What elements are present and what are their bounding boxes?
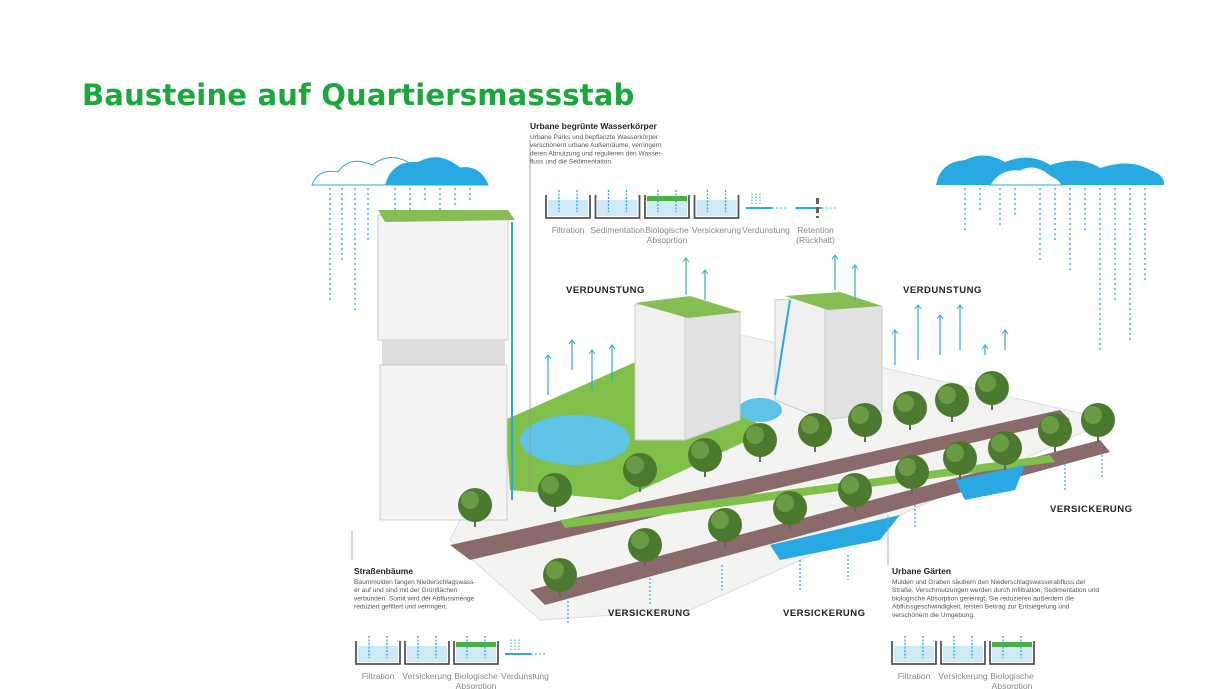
label-verdunstung-right: VERDUNSTUNG	[903, 285, 982, 296]
callout-text-line: verschönern urbane Außenräume, verringer…	[530, 142, 662, 149]
building-middle	[634, 296, 742, 441]
tree-icon	[773, 491, 807, 530]
tree-icon	[798, 413, 832, 452]
callout-text-line: verbunden. Somit wird der Abflussmenge	[354, 595, 475, 602]
icon-label: Versickerung	[938, 671, 987, 681]
icon-label: Biologische	[990, 671, 1034, 681]
callout-text-line: Straße. Verschmutzungen werden durch Inf…	[892, 587, 1099, 594]
tower-building	[377, 210, 515, 521]
tree-icon	[895, 455, 929, 494]
tree-icon	[543, 558, 577, 597]
cloud-left	[311, 157, 489, 186]
icon-label: Sedimentation	[590, 225, 645, 235]
tree-icon	[988, 431, 1022, 470]
tree-icon	[848, 403, 882, 442]
filtration-icon	[545, 190, 591, 219]
icon-label: Absorption	[992, 681, 1033, 689]
tree-icon	[628, 528, 662, 567]
icon-label: Filtration	[898, 671, 931, 681]
icon-label: Absorption	[456, 681, 497, 689]
callout-text-line: Abflussgeschwindigkeit, leisten Beitrag …	[892, 604, 1070, 611]
tree-icon	[743, 423, 777, 462]
icon-label: Biologische	[454, 671, 498, 681]
pond	[520, 415, 630, 465]
tree-icon	[935, 383, 969, 422]
callout-text-line: fluss und die Sedimentation.	[530, 159, 613, 166]
sedimentation-icon	[594, 190, 641, 219]
filtration-icon	[891, 636, 937, 665]
icon-label: Verdunstung	[501, 671, 549, 681]
icon-label: Filtration	[552, 225, 585, 235]
icon-label: Filtration	[362, 671, 395, 681]
rain	[329, 188, 1146, 350]
label-versickerung-bottom-mid: VERSICKERUNG	[783, 608, 866, 619]
building-right	[774, 292, 883, 421]
versickerung-icon	[404, 636, 450, 665]
tree-icon	[943, 441, 977, 480]
tree-icon	[975, 371, 1009, 410]
callout-heading: Urbane begrünte Wasserkörper	[530, 121, 657, 131]
icon-label: Verdunstung	[742, 225, 790, 235]
callout-text-line: deren Abnutzung und regulieren den Wasse…	[530, 150, 663, 157]
evaporation-arrows	[544, 254, 1103, 625]
callout-heading: Straßenbäume	[354, 566, 413, 576]
tree-icon	[708, 508, 742, 547]
biologische-absorption-icon	[644, 190, 690, 219]
tree-icon	[538, 473, 572, 512]
tree-icon	[1038, 413, 1072, 452]
label-verdunstung-left: VERDUNSTUNG	[566, 285, 645, 296]
callout-text-line: Urbane Parks und bepflanzte Wasserkörper	[530, 134, 659, 141]
tree-icon	[893, 391, 927, 430]
label-versickerung-right: VERSICKERUNG	[1050, 504, 1133, 515]
callout-text-line: biologische Absorption gereinigt. Sie re…	[892, 595, 1074, 602]
icon-label: (Rückhalt)	[796, 235, 835, 245]
icon-label: Versickerung	[692, 225, 741, 235]
callout-text-line: verschönern die Umgebung.	[892, 612, 975, 619]
biologische-absorption-icon	[453, 636, 499, 665]
cloud-right	[936, 155, 1165, 186]
tree-icon	[1081, 403, 1115, 442]
street-trees	[458, 371, 1115, 597]
versickerung-icon	[693, 190, 740, 219]
callout-text-line: Mulden und Graben säubern den Niederschl…	[892, 579, 1086, 586]
tree-icon	[838, 473, 872, 512]
callout-text-line: er auf und sind mit der Grünflächen	[354, 587, 458, 594]
tree-icon	[688, 438, 722, 477]
icon-label: Versickerung	[402, 671, 451, 681]
retention-icon	[795, 198, 836, 218]
icon-label: Biologische	[645, 225, 689, 235]
label-versickerung-bottom-left: VERSICKERUNG	[608, 608, 691, 619]
callout-text-line: reduziert gefiltert und verringert.	[354, 604, 448, 611]
verdunstung-icon	[746, 193, 786, 209]
biologische-absorption-icon	[989, 636, 1035, 665]
versickerung-icon	[940, 636, 986, 665]
page-title: Bausteine auf Quartiersmassstab	[82, 78, 635, 112]
tree-icon	[623, 453, 657, 492]
filtration-icon	[355, 636, 401, 665]
callout-heading: Urbane Gärten	[892, 566, 951, 576]
icon-label: Retention	[797, 225, 834, 235]
verdunstung-icon	[505, 639, 545, 655]
tree-icon	[458, 488, 492, 527]
callout-text-line: Baummulden fangen Niederschlagswass-	[354, 579, 476, 586]
icon-label: Absoprtion	[647, 235, 688, 245]
